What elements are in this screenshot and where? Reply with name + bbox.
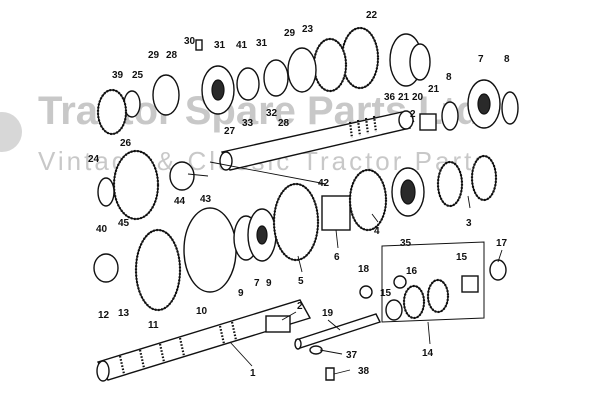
top-gear-cluster — [96, 26, 431, 136]
callout-9a: 9 — [238, 288, 244, 299]
callout-38: 38 — [358, 366, 370, 377]
callout-31a: 31 — [214, 40, 226, 51]
callout-27: 27 — [224, 126, 236, 137]
middle-row-gears — [93, 154, 498, 312]
callout-26: 26 — [120, 138, 132, 149]
callout-15b: 15 — [456, 252, 468, 263]
callout-39: 39 — [112, 70, 124, 81]
callout-labels: 1 2 2 3 4 5 6 7 7 8 8 9 9 10 11 12 13 14… — [88, 10, 510, 379]
callout-15a: 15 — [380, 288, 392, 299]
callout-5: 5 — [298, 276, 304, 287]
callout-4: 4 — [374, 226, 380, 237]
callout-31b: 31 — [256, 38, 268, 49]
callout-3: 3 — [466, 218, 472, 229]
callout-2b: 2 — [297, 301, 303, 312]
lower-shaft — [96, 299, 312, 382]
callout-6: 6 — [334, 252, 340, 263]
callout-32: 32 — [266, 108, 278, 119]
callout-28a: 28 — [166, 50, 178, 61]
callout-29b: 29 — [284, 28, 296, 39]
callout-7b: 7 — [254, 278, 260, 289]
callout-8a: 8 — [446, 72, 452, 83]
callout-41: 41 — [236, 40, 248, 51]
callout-8b: 8 — [504, 54, 510, 65]
callout-17: 17 — [496, 238, 508, 249]
callout-25: 25 — [132, 70, 144, 81]
callout-35: 35 — [400, 238, 412, 249]
callout-13: 13 — [118, 308, 130, 319]
callout-2a: 2 — [410, 109, 416, 120]
callout-21a: 21 — [398, 92, 410, 103]
callout-9b: 9 — [266, 278, 272, 289]
callout-42: 42 — [318, 178, 330, 189]
callout-44: 44 — [174, 196, 186, 207]
layshaft-cluster-box — [359, 241, 507, 323]
callout-24: 24 — [88, 154, 100, 165]
callout-36: 36 — [384, 92, 396, 103]
callout-12: 12 — [98, 310, 110, 321]
callout-40: 40 — [96, 224, 108, 235]
callout-16: 16 — [406, 266, 418, 277]
callout-21b: 21 — [428, 84, 440, 95]
callout-30: 30 — [184, 36, 196, 47]
callout-33: 33 — [242, 118, 254, 129]
callout-10: 10 — [196, 306, 208, 317]
callout-20: 20 — [412, 92, 424, 103]
callout-37: 37 — [346, 350, 358, 361]
callout-18: 18 — [358, 264, 370, 275]
callout-23: 23 — [302, 24, 314, 35]
middle-left-gears — [97, 149, 195, 221]
callout-11: 11 — [148, 320, 159, 331]
callout-28b: 28 — [278, 118, 290, 129]
callout-14: 14 — [422, 348, 434, 359]
leader-lines — [187, 111, 503, 375]
callout-19: 19 — [322, 308, 334, 319]
layshaft — [294, 313, 381, 350]
upper-right-parts — [419, 79, 519, 131]
callout-29a: 29 — [148, 50, 160, 61]
callout-45: 45 — [118, 218, 130, 229]
watermark-logo-icon — [0, 112, 22, 152]
callout-1: 1 — [250, 368, 256, 379]
callout-22: 22 — [366, 10, 378, 21]
callout-43: 43 — [200, 194, 212, 205]
misc-small-parts — [265, 315, 335, 381]
callout-7a: 7 — [478, 54, 484, 65]
